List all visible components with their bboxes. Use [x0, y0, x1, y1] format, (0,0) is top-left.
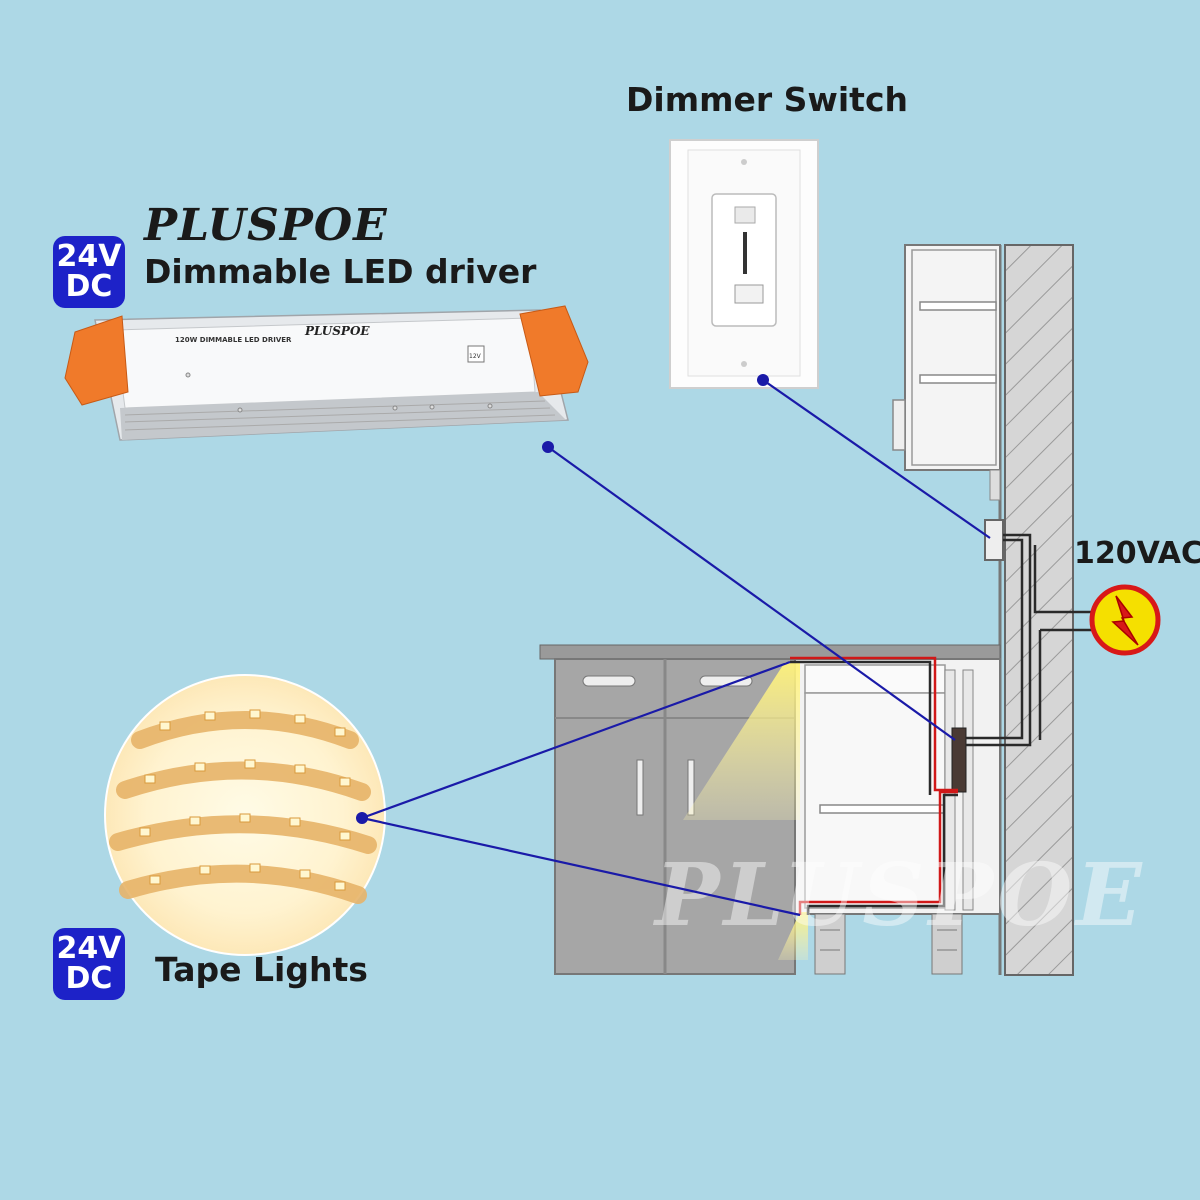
- toe-kick-light-beam: [778, 912, 808, 960]
- driver-voltage-line2: DC: [65, 269, 113, 304]
- tape-voltage-line1: 24V: [56, 931, 122, 966]
- wall-switch-box: [984, 519, 1004, 561]
- driver-device-voltage-tag: 12V: [469, 353, 482, 360]
- upper-cabinet: [892, 244, 1001, 501]
- led-driver-illustration: 120W DIMMABLE LED DRIVER PLUSPOE 12V: [64, 305, 589, 441]
- building-wall: [1004, 244, 1074, 976]
- callout-dot-dimmer: [757, 374, 769, 386]
- dimmer-label: Dimmer Switch: [626, 80, 909, 119]
- callout-dot-driver: [542, 441, 554, 453]
- supply-voltage-label: 120VAC: [1074, 536, 1200, 571]
- callout-dot-tape: [356, 812, 368, 824]
- tape-label: Tape Lights: [155, 950, 368, 989]
- driver-device-model: 120W DIMMABLE LED DRIVER: [175, 336, 292, 344]
- dimmer-switch-illustration: [669, 139, 819, 389]
- callout-lines: [361, 379, 991, 917]
- installed-driver: [951, 727, 967, 793]
- brand-logo: PLUSPOE: [144, 200, 388, 251]
- under-cabinet-light-beam: [683, 662, 800, 820]
- watermark: PLUSPOE: [652, 845, 1146, 946]
- driver-voltage-line1: 24V: [56, 239, 122, 274]
- tape-lights-illustration: [104, 674, 386, 956]
- lightning-hazard-icon: [1089, 584, 1161, 656]
- driver-label: Dimmable LED driver: [144, 252, 537, 291]
- wiring: [790, 533, 1095, 915]
- tape-voltage-badge: 24V DC: [53, 928, 125, 1000]
- driver-voltage-badge: 24V DC: [53, 236, 125, 308]
- driver-device-brand: PLUSPOE: [304, 324, 370, 338]
- tape-voltage-line2: DC: [65, 961, 113, 996]
